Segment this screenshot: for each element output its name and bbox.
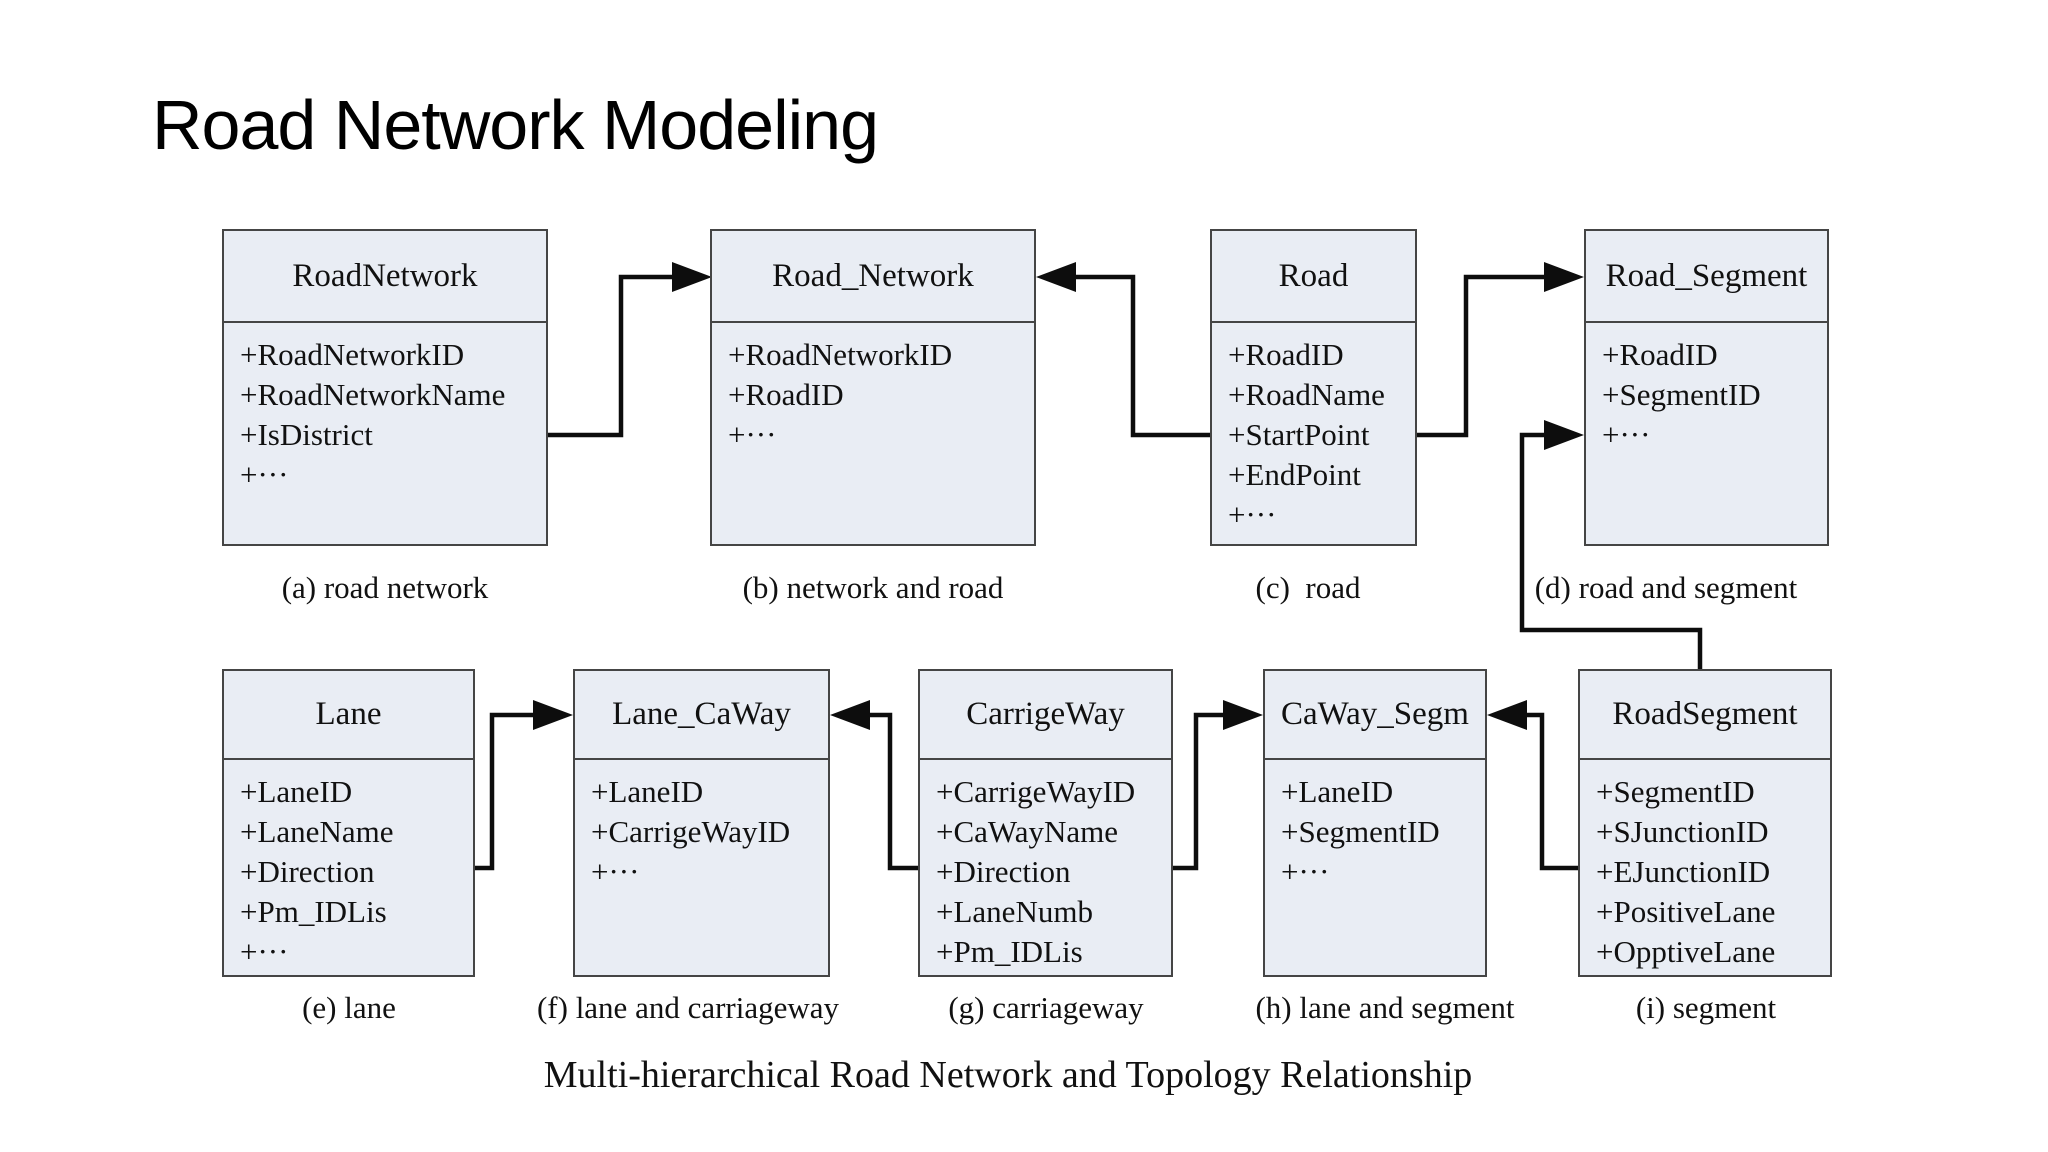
caption-h: (h) lane and segment (1255, 990, 1515, 1025)
attribute: +··· (240, 457, 289, 492)
class-attributes: +CarrigeWayID +CaWayName +Direction +Lan… (920, 760, 1171, 972)
class-box-carrigeway: CarrigeWay +CarrigeWayID +CaWayName +Dir… (918, 669, 1173, 977)
caption-f: (f) lane and carriageway (536, 990, 840, 1025)
attribute: +RoadName (1228, 377, 1385, 412)
connector-roadsegment-to-road-segment (1519, 420, 1703, 669)
connector-road-to-road-segment (1417, 262, 1584, 438)
class-attributes: +RoadID +SegmentID +··· (1586, 323, 1827, 455)
attribute: +CarrigeWayID (936, 774, 1136, 809)
class-title-road-segment: Road_Segment (1586, 231, 1827, 323)
class-title-roadsegment: RoadSegment (1580, 671, 1830, 760)
attribute: +··· (1602, 417, 1651, 452)
attribute: +RoadID (1228, 337, 1344, 372)
class-box-roadsegment: RoadSegment +SegmentID +SJunctionID +EJu… (1578, 669, 1832, 977)
class-title-carrigeway: CarrigeWay (920, 671, 1171, 760)
connector-carrigeway-to-caway-segm (1173, 700, 1263, 871)
slide-title: Road Network Modeling (152, 86, 879, 164)
arrowhead-icon (533, 700, 573, 730)
attribute: +··· (591, 854, 640, 889)
attribute: +CaWayName (936, 814, 1118, 849)
class-title-lane: Lane (224, 671, 473, 760)
caption-e: (e) lane (302, 990, 396, 1025)
attribute: +Direction (240, 854, 375, 889)
connector-road-to-road-network (1036, 262, 1210, 438)
attribute: +··· (240, 934, 289, 969)
arrowhead-icon (830, 700, 870, 730)
class-box-lane-caway: Lane_CaWay +LaneID +CarrigeWayID +··· (573, 669, 830, 977)
class-title-lane-caway: Lane_CaWay (575, 671, 828, 760)
arrowhead-icon (1544, 262, 1584, 292)
caption-b: (b) network and road (742, 570, 1004, 605)
class-title-road: Road (1212, 231, 1415, 323)
connector-roadsegment-to-caway-segm (1487, 700, 1578, 871)
attribute: +··· (1281, 854, 1330, 889)
attribute: +LaneID (591, 774, 704, 809)
connector-roadnetwork-to-road-network (548, 262, 712, 438)
arrowhead-icon (1544, 420, 1584, 450)
attribute: +LaneName (240, 814, 394, 849)
class-box-lane: Lane +LaneID +LaneName +Direction +Pm_ID… (222, 669, 475, 977)
attribute: +PositiveLane (1596, 894, 1776, 929)
caption-a: (a) road network (281, 570, 489, 605)
class-attributes: +RoadID +RoadName +StartPoint +EndPoint … (1212, 323, 1415, 535)
caption-i: (i) segment (1635, 990, 1777, 1025)
class-attributes: +LaneID +LaneName +Direction +Pm_IDLis +… (224, 760, 473, 972)
attribute: +SegmentID (1602, 377, 1761, 412)
class-box-roadnetwork: RoadNetwork +RoadNetworkID +RoadNetworkN… (222, 229, 548, 546)
class-attributes: +LaneID +CarrigeWayID +··· (575, 760, 828, 892)
attribute: +EndPoint (1228, 457, 1361, 492)
attribute: +EJunctionID (1596, 854, 1771, 889)
attribute: +RoadNetworkName (240, 377, 506, 412)
caption-d: (d) road and segment (1534, 570, 1798, 605)
connector-carrigeway-to-lane-caway (830, 700, 918, 871)
class-title-road-network: Road_Network (712, 231, 1034, 323)
caption-g: (g) carriageway (948, 990, 1144, 1025)
class-box-caway-segm: CaWay_Segm +LaneID +SegmentID +··· (1263, 669, 1487, 977)
figure-title: Multi-hierarchical Road Network and Topo… (543, 1054, 1473, 1096)
class-title-caway-segm: CaWay_Segm (1265, 671, 1485, 760)
arrowhead-icon (672, 262, 712, 292)
connector-lane-to-lane-caway (475, 700, 573, 871)
class-attributes: +RoadNetworkID +RoadID +··· (712, 323, 1034, 455)
arrowhead-icon (1223, 700, 1263, 730)
class-attributes: +RoadNetworkID +RoadNetworkName +IsDistr… (224, 323, 546, 495)
attribute: +Pm_IDLis (936, 934, 1083, 969)
attribute: +SegmentID (1281, 814, 1440, 849)
class-box-road: Road +RoadID +RoadName +StartPoint +EndP… (1210, 229, 1417, 546)
attribute: +CarrigeWayID (591, 814, 791, 849)
attribute: +RoadNetworkID (240, 337, 465, 372)
caption-c: (c) road (1255, 570, 1361, 605)
attribute: +LaneID (240, 774, 353, 809)
arrowhead-icon (1036, 262, 1076, 292)
attribute: +RoadID (728, 377, 844, 412)
class-attributes: +SegmentID +SJunctionID +EJunctionID +Po… (1580, 760, 1830, 972)
attribute: +SJunctionID (1596, 814, 1769, 849)
attribute: +RoadNetworkID (728, 337, 953, 372)
attribute: +LaneNumb (936, 894, 1093, 929)
arrowhead-icon (1487, 700, 1527, 730)
attribute: +StartPoint (1228, 417, 1370, 452)
attribute: +IsDistrict (240, 417, 373, 452)
attribute: +RoadID (1602, 337, 1718, 372)
class-box-road-segment: Road_Segment +RoadID +SegmentID +··· (1584, 229, 1829, 546)
attribute: +OpptiveLane (1596, 934, 1776, 969)
class-attributes: +LaneID +SegmentID +··· (1265, 760, 1485, 892)
class-box-road-network: Road_Network +RoadNetworkID +RoadID +··· (710, 229, 1036, 546)
attribute: +Direction (936, 854, 1071, 889)
attribute: +SegmentID (1596, 774, 1755, 809)
attribute: +··· (1228, 497, 1277, 532)
attribute: +··· (728, 417, 777, 452)
attribute: +LaneID (1281, 774, 1394, 809)
class-title-roadnetwork: RoadNetwork (224, 231, 546, 323)
attribute: +Pm_IDLis (240, 894, 387, 929)
